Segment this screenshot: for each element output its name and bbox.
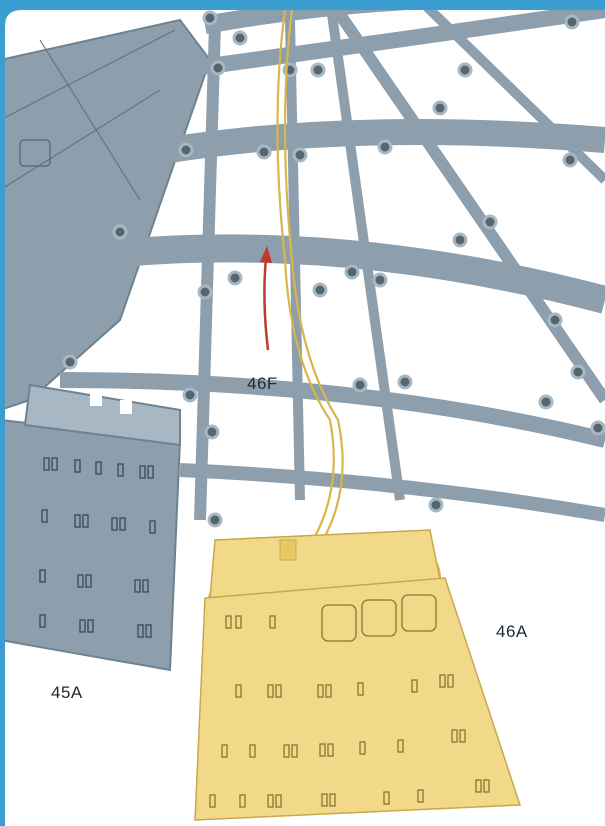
part-label-45a: 45A	[51, 683, 83, 702]
middle-rib	[98, 234, 605, 314]
part-46a-panel	[194, 529, 522, 821]
top-rib	[203, 10, 605, 34]
grey-frame-assembly	[5, 10, 605, 528]
part-label-46f: 46F	[247, 374, 278, 393]
grey-upper-panel	[5, 18, 212, 412]
part-label-46a: 46A	[496, 622, 528, 641]
part-45a-panel	[5, 383, 182, 672]
curved-arrow-icon	[260, 246, 272, 351]
